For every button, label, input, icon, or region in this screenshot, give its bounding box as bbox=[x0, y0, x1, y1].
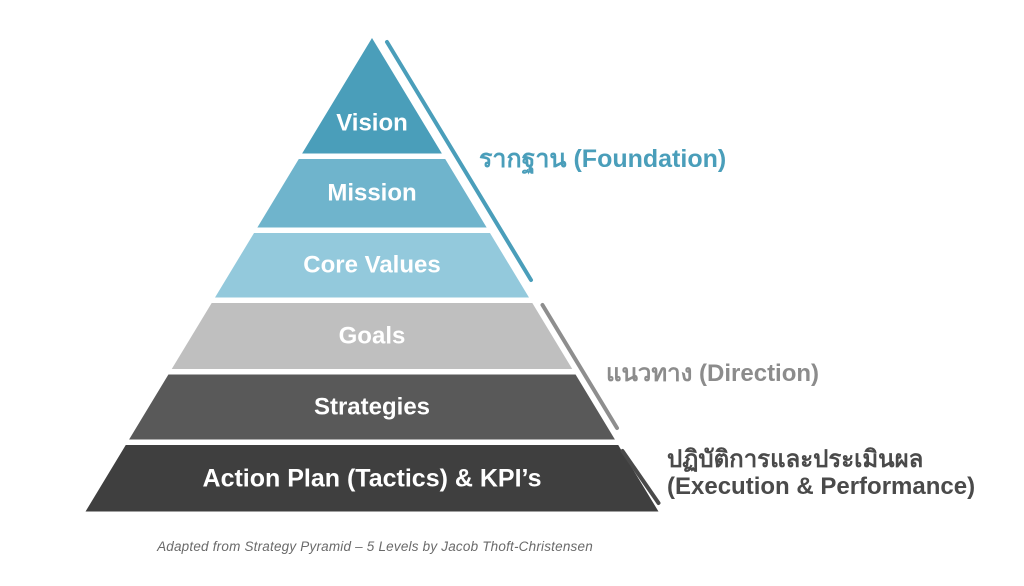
caption: Adapted from Strategy Pyramid – 5 Levels… bbox=[157, 539, 593, 554]
annotation-execution-line1: ปฏิบัติการและประเมินผล bbox=[667, 446, 924, 473]
pyramid-level-label: Strategies bbox=[314, 394, 430, 421]
pyramid-level-label: Core Values bbox=[303, 252, 440, 279]
pyramid-level-label: Vision bbox=[336, 110, 408, 137]
pyramid-level-core-values bbox=[215, 233, 529, 298]
bracket-direction bbox=[540, 303, 619, 430]
pyramid-level-strategies bbox=[129, 374, 615, 440]
pyramid-level-goals bbox=[171, 303, 573, 369]
pyramid-level-label: Action Plan (Tactics) & KPI’s bbox=[203, 465, 542, 493]
bracket-foundation bbox=[385, 40, 533, 282]
pyramid-level-vision bbox=[302, 38, 442, 154]
annotation-direction: แนวทาง (Direction) bbox=[606, 360, 820, 387]
pyramid-level-label: Goals bbox=[339, 323, 406, 350]
annotation-execution: ปฏิบัติการและประเมินผล (Execution & Perf… bbox=[667, 446, 975, 500]
pyramid-level-mission bbox=[257, 159, 487, 228]
pyramid-level-action-plan-tactics-kpi-s bbox=[85, 445, 659, 512]
annotation-execution-line2: (Execution & Performance) bbox=[667, 473, 976, 500]
annotation-foundation: รากฐาน (Foundation) bbox=[479, 145, 727, 173]
pyramid-level-label: Mission bbox=[327, 180, 416, 207]
bracket-execution bbox=[620, 449, 661, 505]
